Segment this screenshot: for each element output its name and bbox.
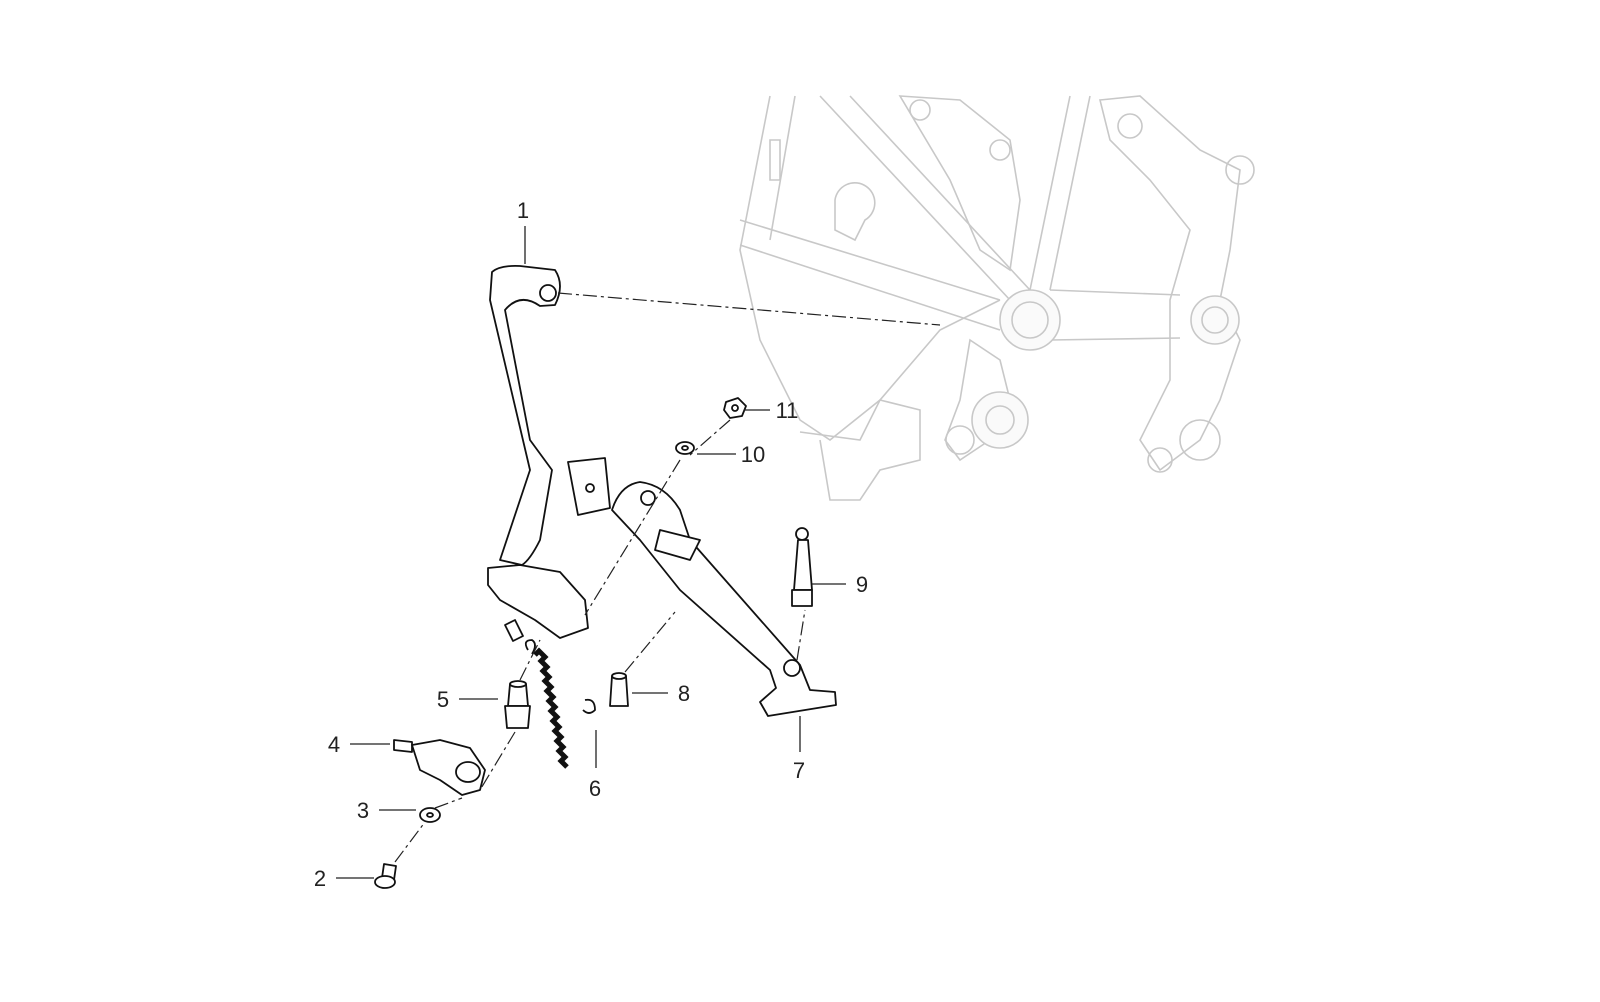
callout-9: 9 [856, 572, 868, 597]
callout-10: 10 [741, 442, 765, 467]
callout-7: 7 [793, 758, 805, 783]
part-8-bushing [609, 672, 629, 707]
part-4-switch [393, 739, 486, 796]
part-1-stand-bracket [487, 264, 611, 642]
callout-8: 8 [678, 681, 690, 706]
part-2-bolt [374, 863, 397, 889]
part-3-washer [419, 807, 441, 823]
part-6-spring [524, 639, 596, 769]
callout-1: 1 [517, 198, 529, 223]
motorcycle-frame-ghost [739, 95, 1255, 501]
part-5-pivot-bolt [504, 680, 531, 729]
callout-4: 4 [328, 732, 340, 757]
part-10-washer [675, 441, 695, 455]
callout-2: 2 [314, 866, 326, 891]
callout-11: 11 [776, 398, 799, 423]
part-9-pin [791, 527, 813, 607]
callout-3: 3 [357, 798, 369, 823]
part-7-side-stand-leg [611, 481, 837, 717]
callout-labels: 1 2 3 4 5 6 7 8 9 10 11 [314, 198, 868, 891]
callout-leaders [336, 226, 846, 879]
callout-6: 6 [589, 776, 601, 801]
part-11-nut [723, 397, 747, 419]
callout-5: 5 [437, 687, 449, 712]
